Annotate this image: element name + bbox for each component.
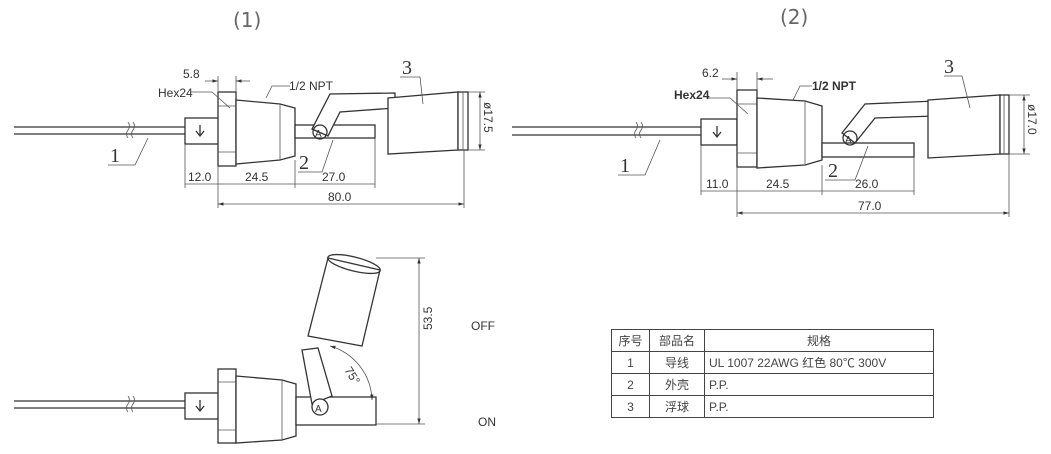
fig2-dim-stem: 26.0 (855, 177, 879, 191)
figure-1-title: (1) (233, 8, 261, 32)
table-cell: 浮球 (649, 395, 705, 418)
table-header-no: 序号 (611, 329, 650, 352)
fig2-part-2-label: 2 (828, 160, 838, 182)
fig2-dim-total: 77.0 (858, 199, 882, 213)
fig1-part-1-label: 1 (110, 145, 120, 167)
table-cell: 外壳 (649, 373, 705, 396)
state-on-label: ON (478, 415, 496, 429)
fig1-dim-body: 24.5 (245, 170, 269, 184)
state-off-label: OFF (471, 319, 495, 333)
fig2-part-3-label: 3 (944, 56, 954, 78)
fig2-dim-connector: 11.0 (706, 177, 729, 191)
figure-2-title: (2) (780, 5, 808, 29)
fig1-part-3-label: 3 (402, 57, 412, 79)
spec-table: 序号 部品名 规格 1 导线 UL 1007 22AWG 红色 80℃ 300V… (611, 329, 934, 418)
table-cell: P.P. (704, 373, 934, 396)
table-header-row: 序号 部品名 规格 (611, 329, 934, 352)
table-cell: P.P. (704, 395, 934, 418)
table-row: 1 导线 UL 1007 22AWG 红色 80℃ 300V (611, 351, 934, 374)
table-row: 3 浮球 P.P. (611, 395, 934, 418)
figure-2-switch: A (512, 72, 1030, 217)
fig2-part-1-label: 1 (620, 155, 630, 177)
svg-text:A: A (315, 129, 322, 140)
table-cell: 3 (611, 395, 650, 418)
fig3-angle-label: 75° (341, 364, 363, 387)
fig1-npt-label: 1/2 NPT (289, 79, 334, 93)
fig2-npt-label: 1/2 NPT (812, 79, 857, 93)
svg-text:A: A (315, 404, 322, 415)
figure-3-switch-states: A (14, 253, 425, 444)
fig2-dim-diameter: ø17.0 (1025, 104, 1039, 135)
fig2-hex-label: Hex24 (674, 88, 710, 102)
svg-text:A: A (845, 135, 852, 146)
fig1-dim-flange: 5.8 (183, 67, 200, 81)
table-row: 2 外壳 P.P. (611, 373, 934, 396)
table-cell: 2 (611, 373, 650, 396)
table-header-spec: 规格 (704, 329, 934, 352)
figure-1-switch: A (14, 76, 485, 208)
table-cell: 导线 (649, 351, 705, 374)
fig1-dim-stem: 27.0 (322, 170, 346, 184)
fig3-dim-height: 53.5 (421, 306, 435, 330)
fig1-hex-label: Hex24 (158, 86, 193, 100)
table-cell: 1 (611, 351, 650, 374)
fig2-dim-flange: 6.2 (702, 66, 719, 80)
table-cell: UL 1007 22AWG 红色 80℃ 300V (704, 351, 934, 374)
fig1-dim-total: 80.0 (328, 190, 352, 204)
fig1-part-2-label: 2 (299, 152, 309, 174)
fig2-dim-body: 24.5 (766, 177, 790, 191)
fig1-dim-connector: 12.0 (188, 170, 212, 184)
table-header-part: 部品名 (649, 329, 705, 352)
fig1-dim-diameter: ø17.5 (481, 102, 495, 133)
